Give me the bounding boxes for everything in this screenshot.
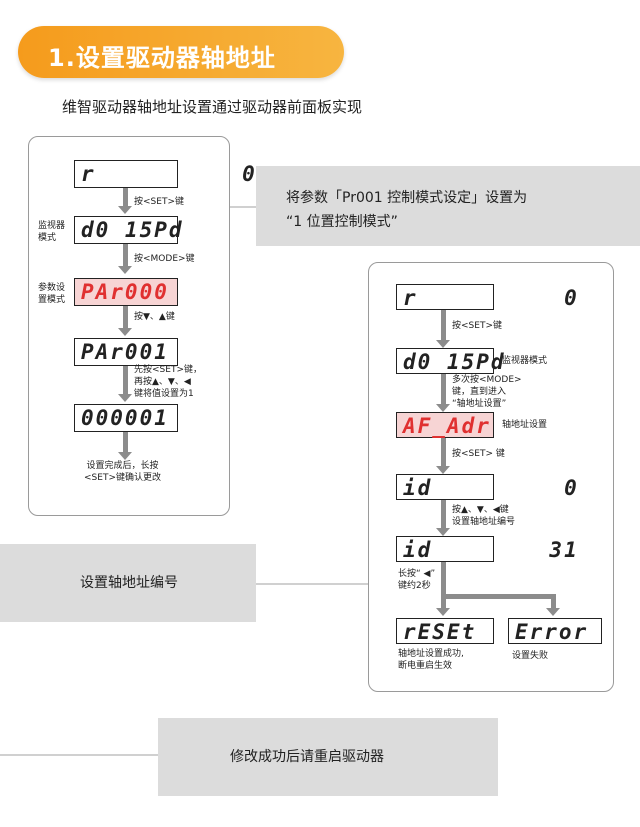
left-arrow-5 [118,432,132,460]
right-display-2: d0 15Pd [396,348,504,374]
left-side-label-monitor: 监视器 模式 [38,221,66,243]
page-subtitle: 维智驱动器轴地址设置通过驱动器前面板实现 [62,98,363,116]
title-banner [18,26,344,78]
param-note-connector [228,206,256,208]
left-display-2: d0 15Pd [74,216,182,244]
right-result-label-success: 轴地址设置成功, 断电重启生效 [398,649,464,671]
right-branch-stem [441,562,446,598]
right-step-label-1: 按<SET>键 [452,321,502,331]
left-step-label-5: 设置完成后，长按 <SET>键确认更改 [84,461,161,483]
right-display-error: Error [508,618,602,644]
right-display-5: id 31 [396,536,577,562]
param-note-text: 将参数「Pr001 控制模式设定」设置为 “1 位置控制模式” [286,190,528,230]
right-display-3: AF_Adr [396,412,494,438]
right-arrow-2 [436,374,450,412]
left-arrow-2 [118,244,132,274]
right-display-4: id 0 [396,474,577,500]
left-side-label-param: 参数设 置模式 [38,283,66,305]
page-title: 1.设置驱动器轴地址 [48,44,276,72]
left-arrow-1 [118,188,132,214]
left-step-label-1: 按<SET>键 [134,197,184,207]
left-display-1: r 0 [74,160,255,188]
right-branch-bar [441,594,556,599]
right-arrow-success [436,598,450,616]
axis-note: 设置轴地址编号 [0,544,256,622]
right-side-label-monitor: 监视器模式 [502,356,548,366]
restart-note-connector [0,754,158,756]
param-note: 将参数「Pr001 控制模式设定」设置为 “1 位置控制模式” [256,166,640,246]
restart-note-text: 修改成功后请重启驱动器 [230,749,384,765]
right-step-label-5: 长按“ ◀” 键约2秒 [398,569,436,591]
right-arrow-3 [436,438,450,474]
left-arrow-3 [118,306,132,336]
left-display-5: 000001 [74,404,178,432]
left-step-label-2: 按<MODE>键 [134,254,195,264]
left-step-label-4: 先按<SET>键， 再按▲、▼、◀ 键将值设置为1 [134,365,202,399]
right-side-label-axis: 轴地址设置 [502,420,548,430]
right-arrow-1 [436,310,450,348]
right-result-label-error: 设置失败 [512,651,549,661]
right-step-label-3: 按<SET> 键 [452,449,505,459]
left-arrow-4 [118,366,132,402]
right-arrow-error [546,598,560,616]
restart-note: 修改成功后请重启驱动器 [158,718,498,796]
right-step-label-4: 按▲、▼、◀键 设置轴地址编号 [452,505,516,527]
right-display-reset: rESEt [396,618,494,644]
right-display-1: r 0 [396,284,577,310]
right-step-label-2: 多次按<MODE> 键，直到进入 “轴地址设置” [452,375,522,409]
right-arrow-4 [436,500,450,536]
left-step-label-3: 按▼、▲键 [134,312,175,322]
axis-note-connector [256,583,396,585]
left-display-3: PAr000 [74,278,178,306]
left-display-4: PAr001 [74,338,178,366]
axis-note-text: 设置轴地址编号 [80,575,178,591]
